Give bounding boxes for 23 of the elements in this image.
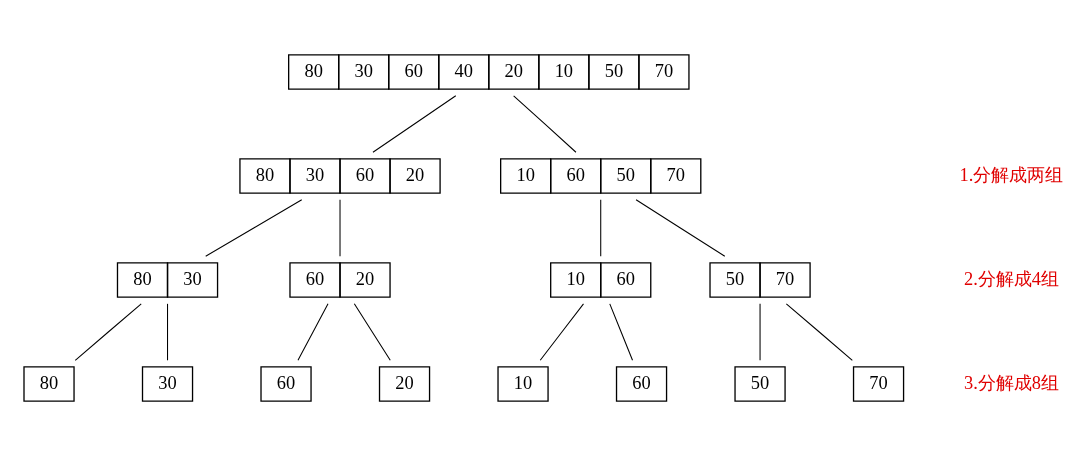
connector bbox=[167, 303, 169, 361]
connector bbox=[372, 95, 457, 153]
node-box: 20 bbox=[378, 366, 431, 402]
node-box: 80 bbox=[23, 366, 75, 402]
connector bbox=[785, 303, 853, 361]
node-box: 30 bbox=[141, 366, 194, 402]
connector bbox=[205, 199, 303, 257]
connector bbox=[539, 303, 584, 361]
node-box: 70 bbox=[852, 366, 905, 402]
connector bbox=[609, 303, 634, 361]
node-box: 60 bbox=[260, 366, 312, 402]
node-box: 60 bbox=[615, 366, 668, 402]
node-box: 50 bbox=[734, 366, 786, 402]
label: 2.分解成4组 bbox=[964, 268, 1060, 289]
node-box: 10 bbox=[497, 366, 549, 402]
connector bbox=[297, 303, 329, 361]
connector bbox=[513, 95, 577, 153]
connector bbox=[600, 199, 602, 257]
connector bbox=[353, 303, 391, 361]
connector bbox=[74, 303, 142, 361]
connector bbox=[635, 199, 726, 257]
label: 3.分解成8组 bbox=[964, 372, 1060, 393]
label: 1.分解成两组 bbox=[959, 164, 1064, 185]
